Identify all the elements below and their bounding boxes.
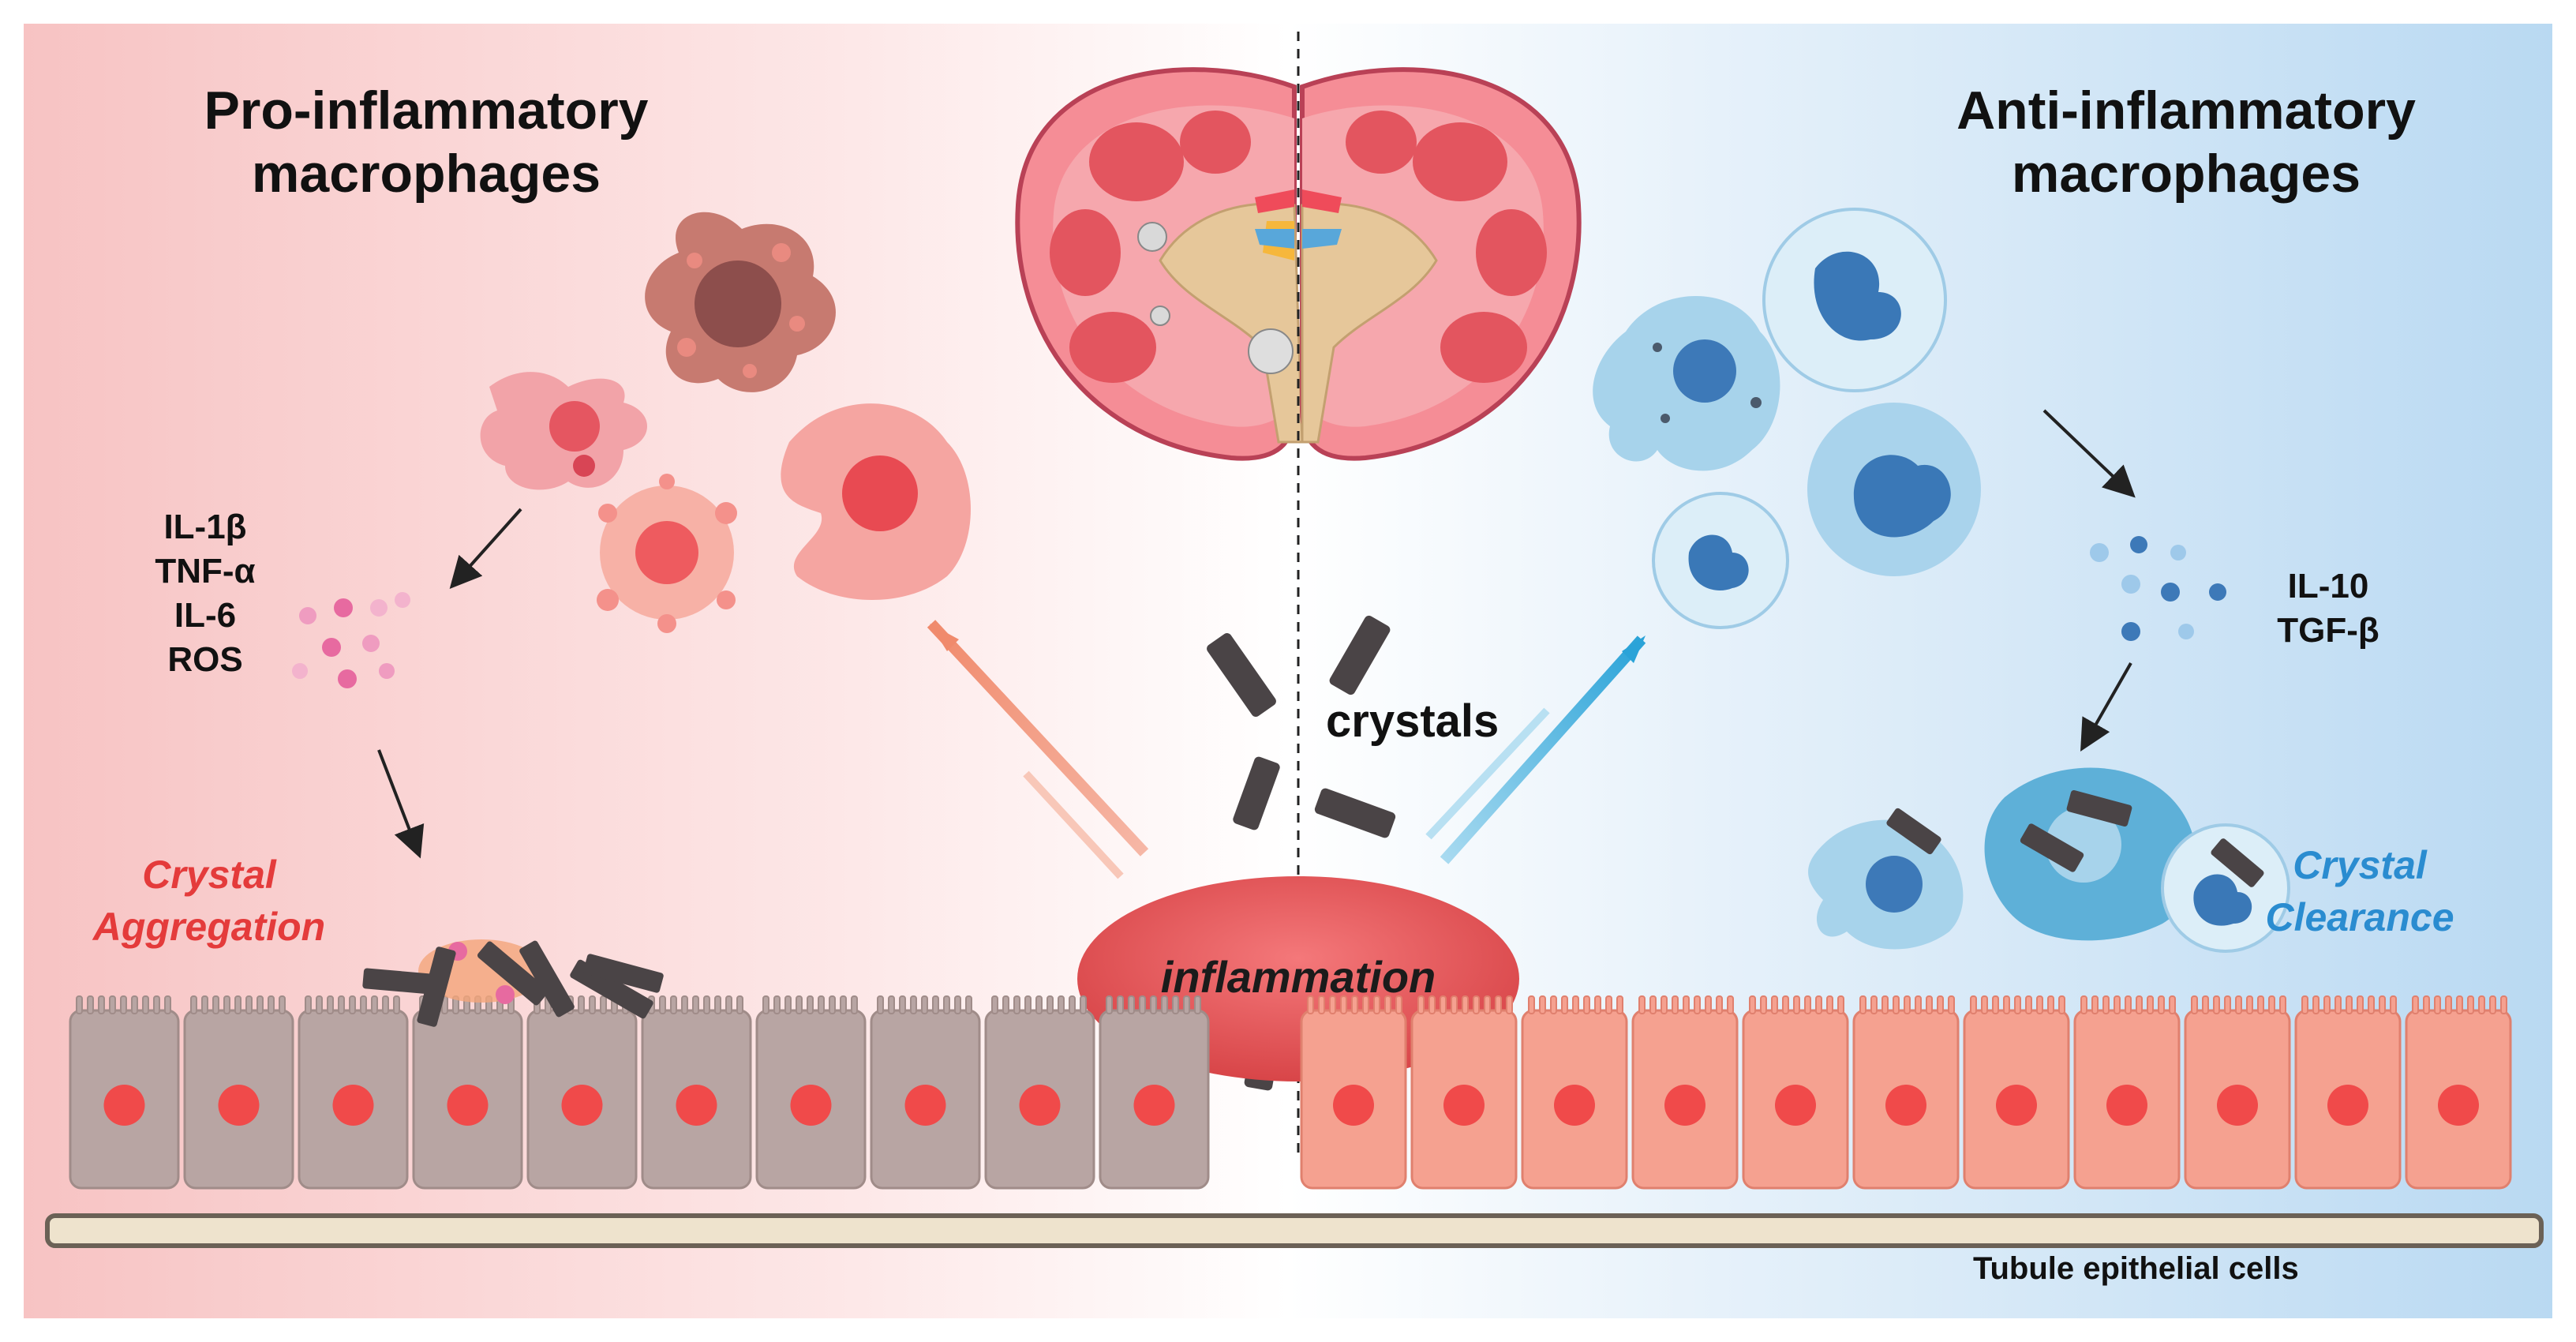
neutrophil-icon: [1762, 208, 1947, 392]
crystal-aggregate-icon: [362, 939, 664, 1027]
macrophage-icon: [645, 212, 836, 392]
epithelial-cell-icon: [298, 995, 409, 1190]
epithelial-cell-icon: [1631, 995, 1739, 1190]
cytokine-tnfa: TNF-α: [155, 552, 256, 590]
epithelial-cell-icon: [1742, 995, 1849, 1190]
pro-title-line-1: Pro-inflammatory: [204, 81, 649, 141]
aggregation-line-1: Crystal: [142, 853, 276, 897]
clearance-line-1: Crystal: [2293, 843, 2427, 887]
crystals-label: crystals: [1326, 695, 1500, 747]
epithelial-cell-icon: [526, 995, 638, 1190]
epithelial-cell-icon: [1099, 995, 1210, 1190]
epithelial-layer-pro: [69, 995, 1210, 1190]
epithelial-cell-icon: [1300, 995, 1407, 1190]
cytokine-dots-icon: [2090, 536, 2226, 641]
tubule-epithelial-caption: Tubule epithelial cells: [1973, 1251, 2299, 1286]
epithelial-cell-icon: [2294, 995, 2402, 1190]
epithelial-cell-icon: [1410, 995, 1518, 1190]
epithelial-layer-anti: [1300, 995, 2512, 1190]
anti-cytokine-list: IL-10 TGF-β: [2249, 564, 2407, 653]
anti-inflammatory-arrow: [1425, 635, 1646, 864]
macrophage-icon: [781, 403, 971, 600]
epithelial-cell-icon: [870, 995, 981, 1190]
macrophage-icon: [480, 372, 647, 490]
neutrophil-icon: [1652, 492, 1789, 629]
anti-title-line-2: macrophages: [2011, 144, 2361, 204]
arrow-macrophage-to-cytokines: [449, 508, 522, 589]
epithelial-cell-icon: [641, 995, 752, 1190]
epithelial-cell-icon: [1963, 995, 2070, 1190]
anti-title-line-1: Anti-inflammatory: [1956, 81, 2416, 141]
epithelial-cell-icon: [2405, 995, 2512, 1190]
clearance-line-2: Clearance: [2265, 895, 2454, 939]
epithelial-cell-icon: [2184, 995, 2291, 1190]
kidney-right-icon: [1300, 67, 1582, 461]
kidney-left-icon: [1015, 67, 1304, 461]
epithelial-cell-icon: [1852, 995, 1960, 1190]
crystal-clearance-label: Crystal Clearance: [2178, 839, 2541, 943]
epithelial-cell-icon: [183, 995, 294, 1190]
anti-inflammatory-title: Anti-inflammatory macrophages: [1831, 79, 2541, 205]
arrow-to-clearance: [2080, 662, 2132, 752]
arrow-cytokines-to-aggregation: [377, 749, 425, 859]
epithelial-cell-icon: [69, 995, 180, 1190]
cytokine-tgfb: TGF-β: [2277, 611, 2379, 650]
basement-membrane: [45, 1213, 2544, 1248]
arrow-to-anti-cytokines: [2042, 409, 2136, 498]
macrophage-icon: [1808, 808, 1964, 950]
epithelial-cell-icon: [1521, 995, 1628, 1190]
cytokine-ros: ROS: [167, 640, 243, 679]
epithelial-cell-icon: [2073, 995, 2181, 1190]
neutrophil-icon: [1807, 403, 1981, 576]
cytokine-il1b: IL-1β: [163, 508, 247, 546]
aggregation-line-2: Aggregation: [92, 905, 326, 949]
pro-inflammatory-arrow: [927, 620, 1149, 879]
cytokine-il6: IL-6: [174, 596, 237, 635]
macrophage-icon: [597, 474, 737, 633]
epithelial-cell-icon: [755, 995, 867, 1190]
crystal-aggregation-label: Crystal Aggregation: [28, 849, 391, 953]
pro-inflammatory-title: Pro-inflammatory macrophages: [71, 79, 781, 205]
pro-cytokine-list: IL-1β TNF-α IL-6 ROS: [126, 505, 284, 682]
pro-title-line-2: macrophages: [251, 144, 601, 204]
cytokine-dots-icon: [292, 592, 410, 688]
inflammation-label: inflammation: [1160, 952, 1436, 1002]
macrophage-icon: [1984, 767, 2196, 941]
cytokine-il10: IL-10: [2287, 567, 2369, 605]
neutrophil-icon: [2161, 823, 2290, 953]
macrophage-icon: [1593, 296, 1780, 471]
epithelial-cell-icon: [984, 995, 1095, 1190]
